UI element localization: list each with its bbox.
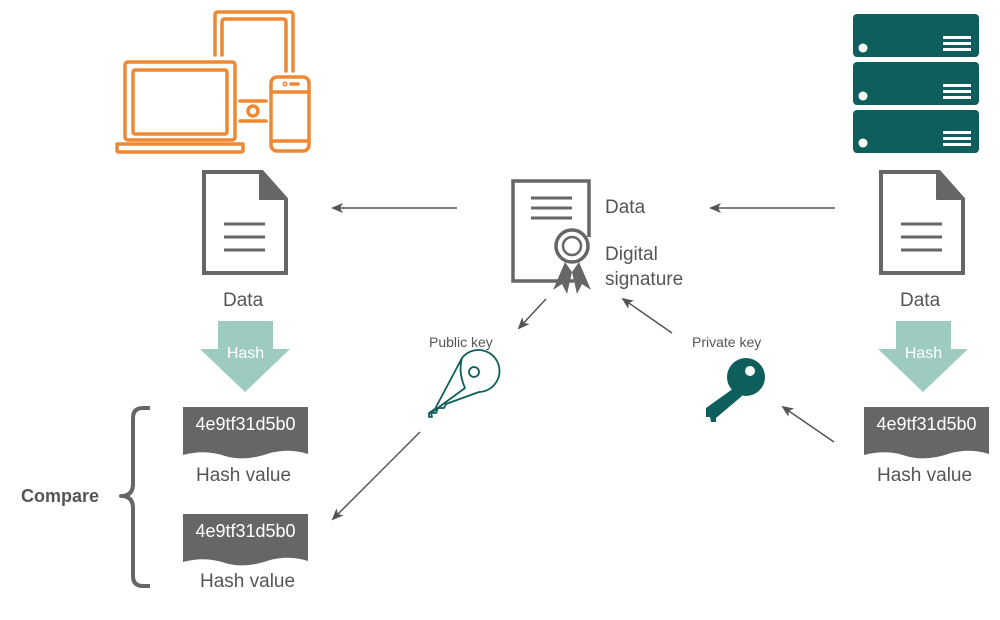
compare-brace-icon [119, 406, 150, 588]
arrow-signature-to-public-key [517, 298, 547, 330]
certificate-data-label: Data [605, 197, 646, 218]
client-hash-arrow-label: Hash [226, 345, 265, 362]
client-hash-value-label: Hash value [196, 465, 292, 486]
server-hash-value-label: Hash value [877, 465, 973, 486]
server-document-icon [879, 170, 965, 275]
server-icon [853, 14, 979, 153]
certificate-icon [511, 179, 591, 294]
digital-signature-label-line1: Digital [605, 244, 658, 265]
private-key-icon [706, 358, 765, 422]
client-hash-tag-shape [183, 407, 308, 459]
received-hash-value: 4e9tf31d5b0 [195, 521, 296, 541]
server-hash-arrow-label: Hash [904, 345, 943, 362]
devices-icon [115, 10, 311, 154]
client-data-label: Data [223, 290, 264, 311]
private-key-label: Private key [692, 334, 762, 350]
arrow-private-key-to-signature [621, 297, 673, 334]
server-hash-value: 4e9tf31d5b0 [876, 414, 977, 434]
received-hash-tag-shape [183, 514, 308, 566]
server-data-label: Data [900, 290, 941, 311]
compare-label: Compare [21, 486, 100, 506]
server-hash-arrow [878, 321, 968, 392]
flow-arrows [331, 203, 835, 521]
client-hash-value: 4e9tf31d5b0 [195, 414, 296, 434]
arrow-public-key-to-received-hash [331, 431, 421, 521]
client-document-icon [202, 170, 288, 275]
public-key-label: Public key [429, 334, 493, 350]
received-hash-value-label: Hash value [200, 571, 296, 592]
arrow-server-hash-to-private-key [781, 405, 835, 443]
digital-signature-label-line2: signature [605, 269, 684, 290]
client-hash-arrow [200, 321, 290, 392]
public-key-icon [428, 349, 501, 418]
server-hash-tag-shape [864, 407, 989, 459]
